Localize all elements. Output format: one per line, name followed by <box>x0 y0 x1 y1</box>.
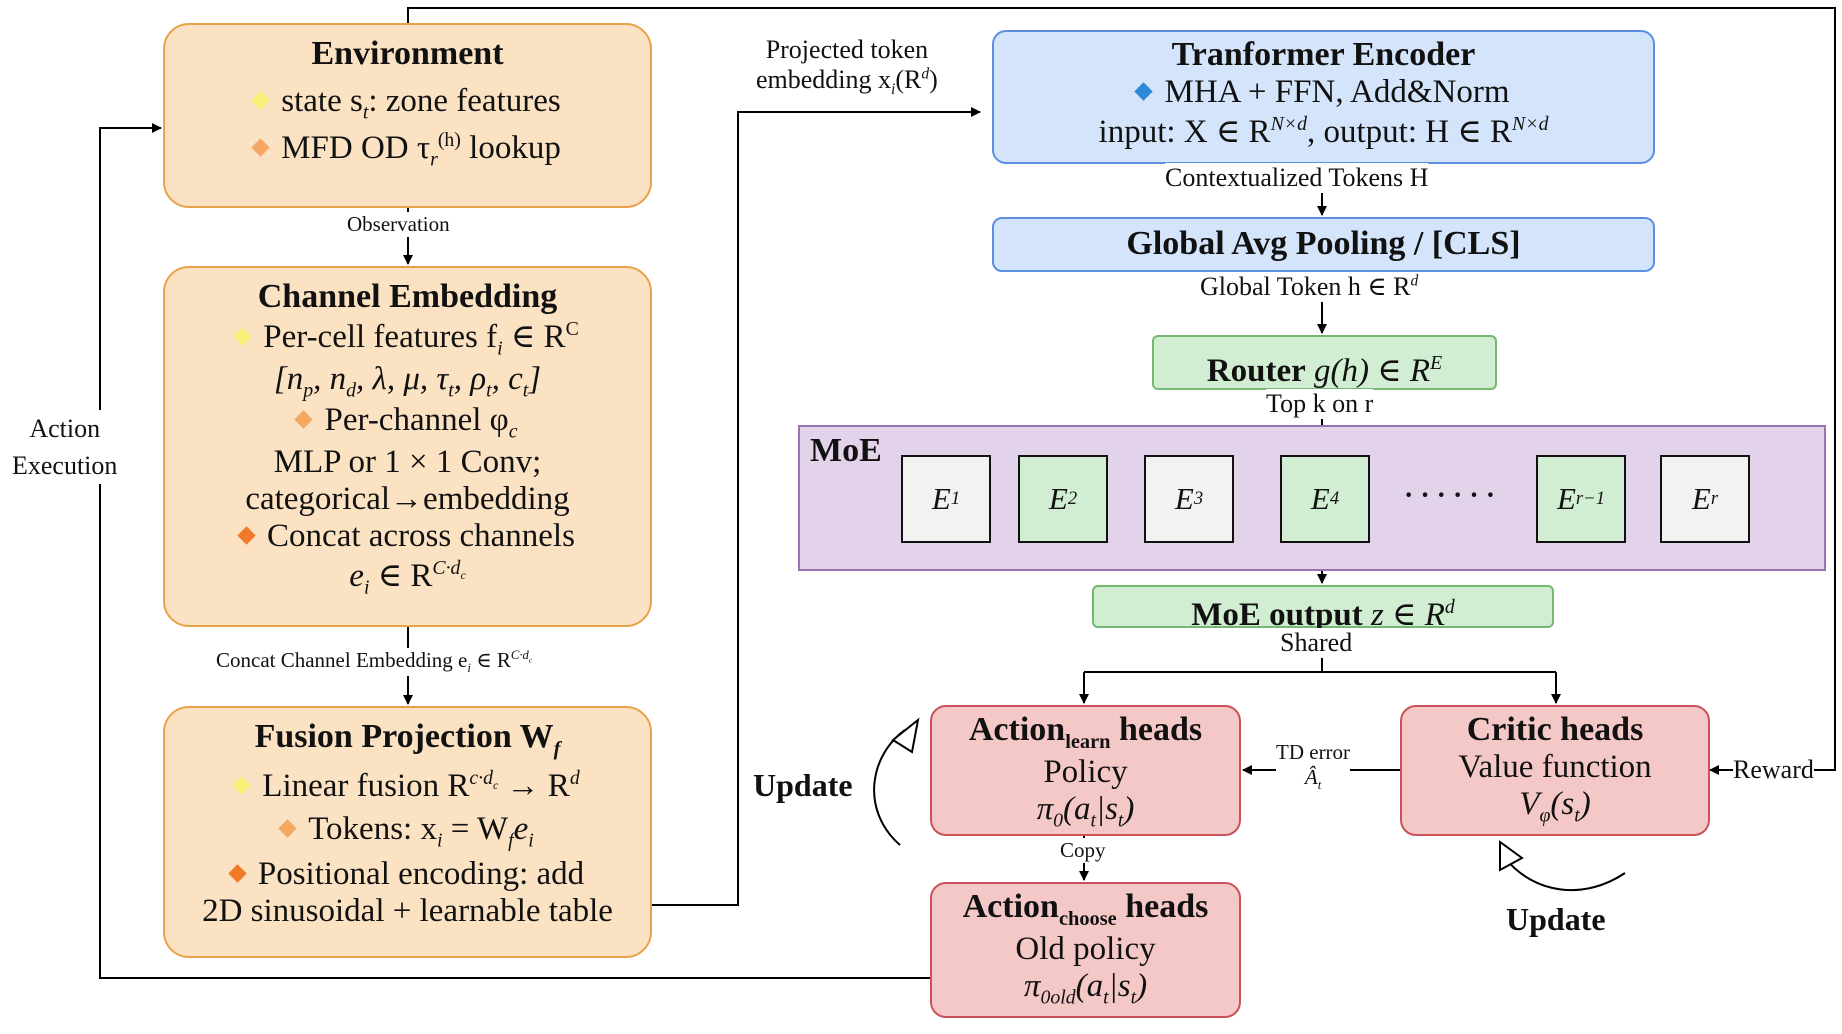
positional-encoding-line: Positional encoding: add <box>165 856 650 893</box>
blue-diamond-icon <box>1134 82 1154 101</box>
environment-title: Environment <box>311 35 504 72</box>
policy-label: Policy <box>1043 753 1128 790</box>
critic-heads-box: Critic heads Value function Vφ(st) <box>1400 705 1710 836</box>
dark-orange-diamond-icon <box>228 864 247 884</box>
action-choose-title: Actionchoose heads <box>962 888 1209 930</box>
action-learn-heads-box: Actionlearn heads Policy π0(at|st) <box>930 705 1241 836</box>
router-label: Router g(h) ∈ RE <box>1206 352 1443 389</box>
router-box: Router g(h) ∈ RE <box>1152 335 1497 390</box>
transformer-encoder-box: Tranformer Encoder MHA + FFN, Add&Norm i… <box>992 30 1655 164</box>
td-error-label: TD error Ât <box>1276 740 1351 794</box>
projected-token-label: Projected token embedding xi(Rd) <box>756 35 938 99</box>
yellow-diamond-icon <box>233 327 252 346</box>
orange-diamond-icon <box>294 410 314 429</box>
value-function-label: Value function <box>1458 749 1652 785</box>
policy-formula: π0(at|st) <box>1036 790 1135 832</box>
critic-heads-title: Critic heads <box>1466 711 1644 748</box>
channel-embedding-box: Channel Embedding Per-cell features fi ∈… <box>163 266 652 627</box>
feature-vector-line: [np, nd, λ, μ, τt, ρt, ct] <box>273 360 542 402</box>
global-pooling-box: Global Avg Pooling / [CLS] <box>992 217 1655 272</box>
action-learn-title: Actionlearn heads <box>968 711 1203 753</box>
global-token-label: Global Token h ∈ Rd <box>1200 272 1419 302</box>
transformer-encoder-title: Tranformer Encoder <box>1171 36 1476 73</box>
tokens-line: Tokens: xi = Wfei <box>165 811 650 853</box>
categorical-embedding-line: categorical→embedding <box>245 480 570 517</box>
channel-embedding-title: Channel Embedding <box>257 278 558 315</box>
orange-diamond-icon <box>278 819 297 838</box>
old-policy-formula: π0old(at|st) <box>1023 967 1148 1009</box>
per-channel-line: Per-channel φc <box>165 402 650 444</box>
value-function-formula: Vφ(st) <box>1519 786 1591 827</box>
moe-output-label: MoE output z ∈ Rd <box>1191 596 1455 633</box>
sinusoidal-line: 2D sinusoidal + learnable table <box>202 893 613 930</box>
fusion-projection-title: Fusion Projection Wf <box>254 718 561 760</box>
linear-fusion-line: Linear fusion Rc·dc → Rd <box>165 767 650 805</box>
fusion-projection-box: Fusion Projection Wf Linear fusion Rc·dc… <box>163 706 652 958</box>
ei-dimension-line: ei ∈ RC·dc <box>349 556 466 599</box>
top-k-label: Top k on r <box>1266 389 1374 419</box>
mha-ffn-line: MHA + FFN, Add&Norm <box>994 74 1653 111</box>
moe-label: MoE <box>810 432 882 469</box>
old-policy-label: Old policy <box>1015 930 1156 967</box>
yellow-diamond-icon <box>251 91 270 110</box>
dark-orange-diamond-icon <box>237 526 256 545</box>
update-label-right: Update <box>1506 901 1606 937</box>
yellow-diamond-icon <box>232 776 251 795</box>
update-label-left: Update <box>753 767 853 803</box>
contextualized-tokens-label: Contextualized Tokens H <box>1165 163 1429 193</box>
environment-box: Environment state st: zone features MFD … <box>163 23 652 208</box>
observation-label: Observation <box>347 212 450 237</box>
copy-label: Copy <box>1060 838 1106 863</box>
concat-channels-line: Concat across channels <box>165 518 650 555</box>
ellipsis-dots: · · · · · · <box>1404 480 1496 511</box>
shared-label: Shared <box>1280 628 1353 658</box>
moe-output-box: MoE output z ∈ Rd <box>1092 585 1554 633</box>
encoder-io-line: input: X ∈ RN×d, output: H ∈ RN×d <box>1098 113 1549 150</box>
environment-state-line: state st: zone features <box>165 83 650 125</box>
mlp-conv-line: MLP or 1 × 1 Conv; <box>273 443 542 480</box>
action-execution-label: Action Execution <box>12 410 118 484</box>
reward-label: Reward <box>1733 755 1814 785</box>
action-choose-heads-box: Actionchoose heads Old policy π0old(at|s… <box>930 882 1241 1018</box>
global-pooling-title: Global Avg Pooling / [CLS] <box>1126 225 1521 262</box>
orange-diamond-icon <box>251 137 270 157</box>
per-cell-features-line: Per-cell features fi ∈ RC <box>165 316 650 361</box>
concat-channel-label: Concat Channel Embedding ei ∈ RC·dc <box>216 648 533 677</box>
environment-od-line: MFD OD τr(h) lookup <box>165 129 650 172</box>
